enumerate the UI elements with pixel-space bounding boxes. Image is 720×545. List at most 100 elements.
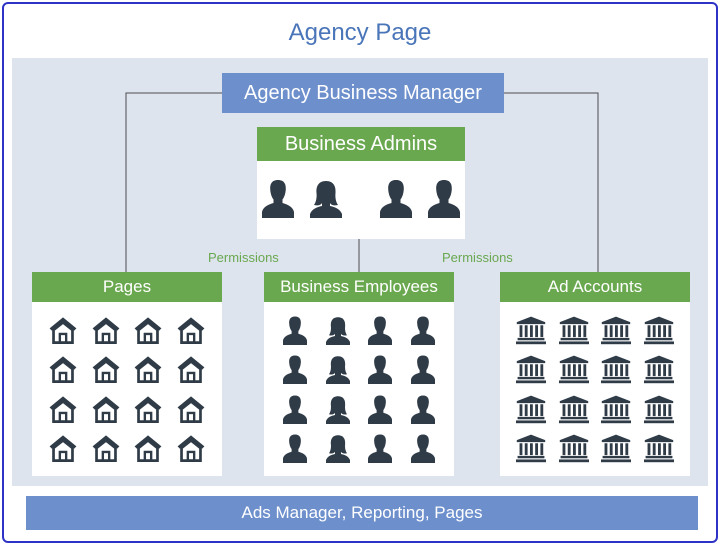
bank-icon — [601, 316, 632, 344]
ad-account-item — [595, 429, 638, 469]
ad-account-item — [553, 310, 596, 350]
bank-icon — [558, 355, 589, 384]
page-title: Agency Page — [288, 19, 432, 46]
house-icon — [92, 435, 120, 463]
business-employees-card — [264, 302, 454, 476]
page-item — [85, 350, 128, 390]
house-icon — [134, 317, 162, 344]
ad-account-item — [510, 389, 553, 429]
bank-icon — [643, 395, 674, 423]
permissions-label-left: Permissions — [208, 250, 279, 265]
ad-account-item — [638, 310, 681, 350]
person-icon — [262, 179, 294, 218]
person-icon — [380, 179, 412, 218]
admin-item — [376, 175, 416, 226]
ad-accounts-header: Ad Accounts — [500, 272, 690, 302]
page-item — [127, 389, 170, 429]
person-icon — [325, 435, 350, 464]
person-icon — [283, 355, 308, 385]
page-item — [85, 429, 128, 469]
page-item — [42, 350, 85, 390]
employee-item — [359, 429, 402, 469]
employee-item — [402, 350, 445, 390]
connector-left — [125, 92, 222, 274]
person-icon — [368, 355, 393, 385]
ad-account-item — [553, 350, 596, 390]
person-icon — [283, 316, 308, 345]
house-icon — [177, 356, 205, 384]
page-item — [170, 429, 213, 469]
employee-item — [274, 429, 317, 469]
house-icon — [177, 435, 205, 463]
bank-icon — [643, 316, 674, 344]
admin-item — [306, 175, 346, 226]
employee-item — [274, 310, 317, 350]
house-icon — [134, 356, 162, 384]
ads-manager-reporting-footer: Ads Manager, Reporting, Pages — [26, 496, 698, 530]
ad-accounts-card — [500, 302, 690, 476]
employee-item — [359, 389, 402, 429]
person-icon — [410, 355, 435, 385]
page-item — [42, 429, 85, 469]
agency-business-manager-box: Agency Business Manager — [222, 73, 504, 113]
connector-right — [504, 92, 599, 274]
employee-item — [402, 429, 445, 469]
bank-icon — [643, 355, 674, 384]
bank-icon — [516, 395, 547, 423]
page-item — [85, 389, 128, 429]
ad-account-item — [510, 350, 553, 390]
page-item — [127, 310, 170, 350]
employee-item — [402, 310, 445, 350]
bank-icon — [601, 434, 632, 463]
ad-account-item — [638, 389, 681, 429]
business-admins-card — [257, 161, 465, 239]
house-icon — [134, 435, 162, 463]
person-icon — [368, 316, 393, 345]
pages-header: Pages — [32, 272, 222, 302]
person-icon — [325, 396, 350, 424]
page-item — [42, 310, 85, 350]
ad-account-item — [595, 310, 638, 350]
employee-item — [317, 389, 360, 429]
page-item — [170, 350, 213, 390]
person-icon — [283, 434, 308, 464]
admin-item — [258, 175, 298, 226]
page-item — [42, 389, 85, 429]
house-icon — [49, 317, 77, 344]
house-icon — [92, 317, 120, 344]
bank-icon — [601, 355, 632, 384]
house-icon — [177, 396, 205, 423]
ad-account-item — [510, 310, 553, 350]
employee-item — [317, 429, 360, 469]
bank-icon — [643, 434, 674, 463]
person-icon — [325, 317, 350, 345]
pages-card — [32, 302, 222, 476]
connector-lines — [125, 92, 599, 274]
business-admins-header: Business Admins — [257, 127, 465, 161]
page-item — [170, 310, 213, 350]
page-item — [85, 310, 128, 350]
ad-account-item — [510, 429, 553, 469]
person-icon — [368, 434, 393, 464]
ad-account-item — [638, 429, 681, 469]
bank-icon — [558, 395, 589, 423]
bank-icon — [558, 316, 589, 344]
bank-icon — [516, 316, 547, 344]
permissions-label-right: Permissions — [442, 250, 513, 265]
employee-item — [359, 310, 402, 350]
employee-item — [274, 350, 317, 390]
employee-item — [274, 389, 317, 429]
house-icon — [134, 396, 162, 423]
person-icon — [283, 395, 308, 424]
house-icon — [177, 317, 205, 344]
person-icon — [325, 356, 350, 385]
bank-icon — [558, 434, 589, 463]
employee-item — [402, 389, 445, 429]
ad-account-item — [595, 350, 638, 390]
house-icon — [92, 356, 120, 384]
bank-icon — [601, 395, 632, 423]
bank-icon — [516, 355, 547, 384]
page-item — [127, 429, 170, 469]
ad-account-item — [595, 389, 638, 429]
